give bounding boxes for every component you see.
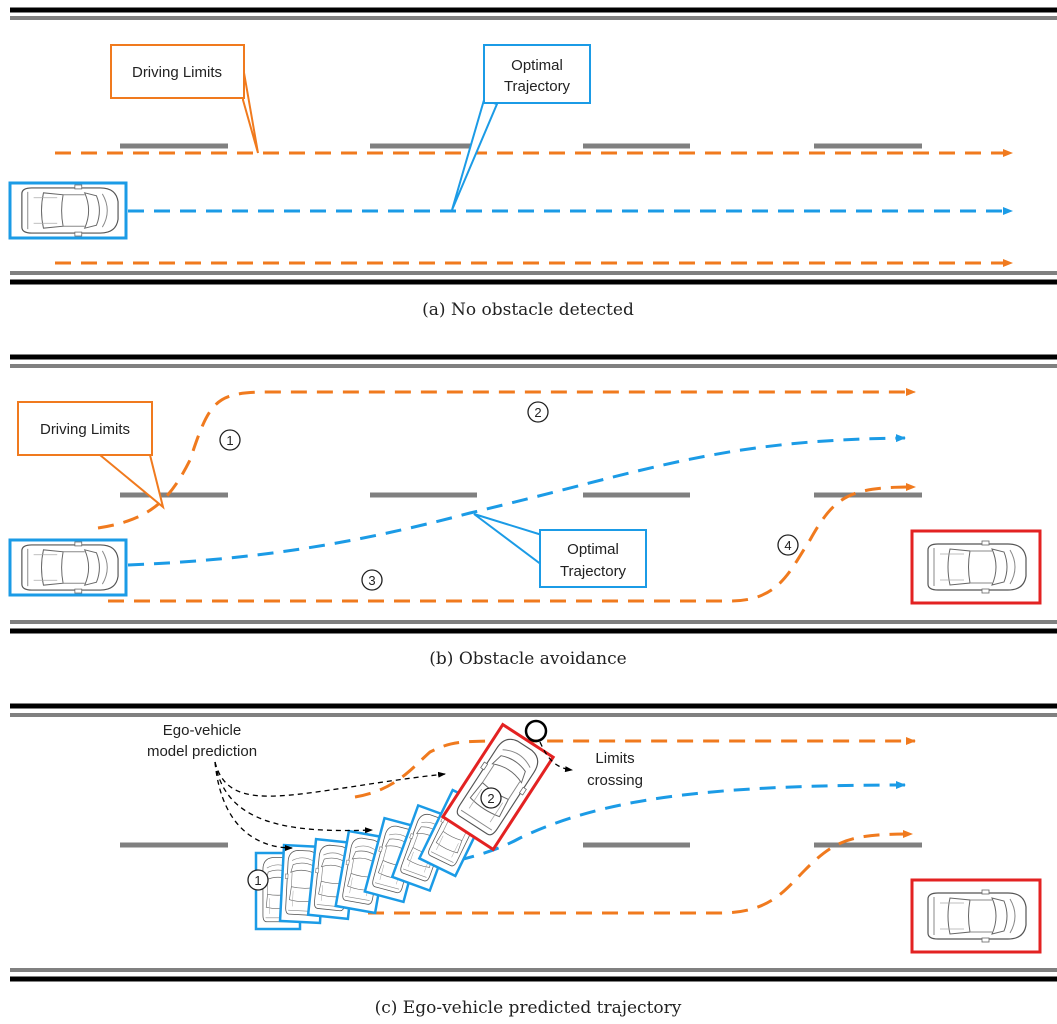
- caption-b: (b) Obstacle avoidance: [429, 649, 626, 669]
- ego-vehicle: [8, 181, 128, 240]
- car-top-view-icon: [927, 889, 1027, 943]
- marker-3: 3: [361, 569, 383, 591]
- callout-optimal-trajectory: Optimal Trajectory: [451, 44, 591, 211]
- ego-vehicle: [8, 538, 128, 597]
- callout-label: Driving Limits: [132, 64, 222, 81]
- obstacle-vehicle: [910, 529, 1042, 605]
- callout-label-line2: Trajectory: [560, 563, 627, 580]
- label-prediction-line2: model prediction: [147, 743, 257, 760]
- callout-label: Driving Limits: [40, 421, 130, 438]
- predicted-poses: [254, 722, 556, 931]
- marker-2: 2: [527, 401, 549, 423]
- car-top-view-icon: [21, 184, 119, 237]
- svg-text:4: 4: [784, 538, 791, 553]
- caption-a: (a) No obstacle detected: [422, 300, 634, 320]
- svg-text:2: 2: [534, 405, 541, 420]
- prediction-arrows: [214, 761, 446, 851]
- car-top-view-icon: [21, 541, 119, 594]
- optimal-trajectory: [127, 434, 906, 567]
- crossing-point: [524, 719, 548, 743]
- svg-text:2: 2: [487, 791, 494, 806]
- callout-driving-limits: Driving Limits: [110, 44, 259, 154]
- svg-text:1: 1: [226, 433, 233, 448]
- panel-b: Driving Limits Optimal Trajectory 1 2 3 …: [8, 354, 1057, 669]
- callout-driving-limits: Driving Limits: [17, 401, 165, 510]
- driving-limit-upper: [97, 388, 916, 530]
- callout-optimal-trajectory: Optimal Trajectory: [473, 513, 647, 588]
- label-prediction-line1: Ego-vehicle: [163, 722, 241, 739]
- marker-4: 4: [777, 534, 799, 556]
- caption-c: (c) Ego-vehicle predicted trajectory: [375, 998, 682, 1018]
- svg-text:1: 1: [254, 873, 261, 888]
- driving-limit-lower: [368, 830, 913, 915]
- predicted-pose-crossing: [440, 722, 556, 852]
- callout-label-line1: Optimal: [567, 541, 619, 558]
- panel-c: Limits crossing Ego-vehicle model predic…: [10, 703, 1057, 1018]
- car-top-view-icon: [927, 540, 1027, 594]
- driving-limit-lower: [108, 483, 916, 603]
- marker-2: 2: [480, 787, 502, 809]
- label-limits-crossing-line1: Limits: [595, 750, 634, 767]
- callout-label-line1: Optimal: [511, 57, 563, 74]
- marker-1: 1: [247, 869, 269, 891]
- svg-text:3: 3: [368, 573, 375, 588]
- driving-limit-upper: [354, 737, 916, 799]
- panel-a: Driving Limits Optimal Trajectory (a) No…: [8, 7, 1057, 320]
- marker-1: 1: [219, 429, 241, 451]
- crossing-arrow: [539, 741, 573, 773]
- callout-label-line2: Trajectory: [504, 78, 571, 95]
- obstacle-vehicle: [910, 878, 1042, 954]
- label-limits-crossing-line2: crossing: [587, 772, 643, 789]
